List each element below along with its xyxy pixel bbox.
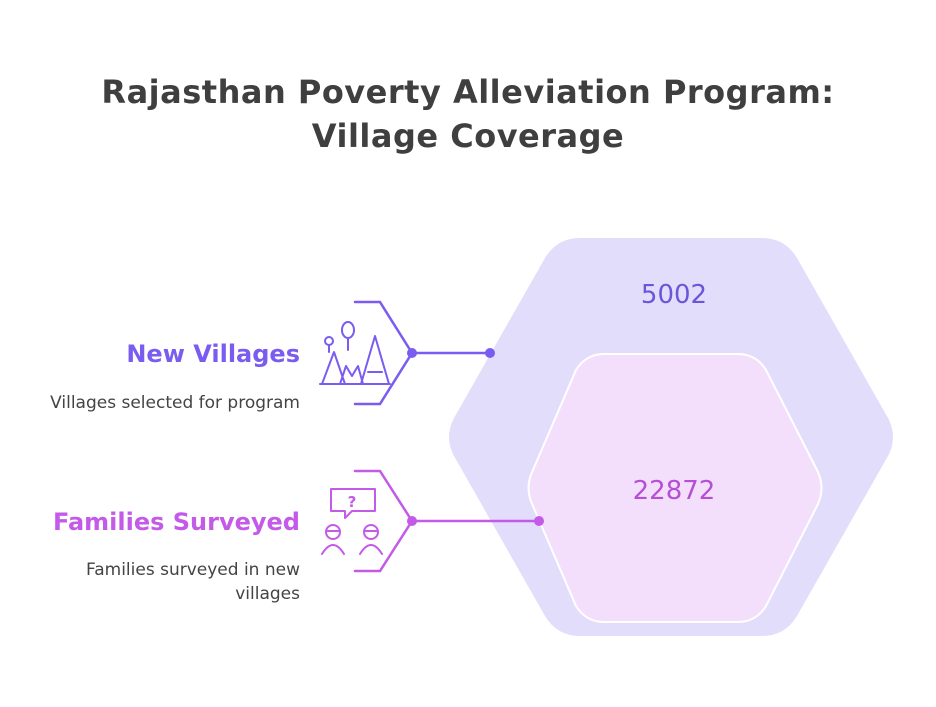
title-line-2: Village Coverage: [311, 117, 625, 155]
connector-dot-start: [407, 516, 417, 526]
value-families-surveyed: 22872: [632, 476, 716, 506]
description-families-surveyed: Families surveyed in new villages: [86, 560, 300, 604]
description-new-villages: Villages selected for program: [50, 393, 300, 413]
value-new-villages: 5002: [640, 280, 708, 310]
connector-dot-end: [485, 348, 495, 358]
title-line-1: Rajasthan Poverty Alleviation Program:: [101, 73, 835, 111]
page-title: Rajasthan Poverty Alleviation Program: V…: [0, 70, 936, 158]
inner-hexagon: [527, 353, 823, 623]
connector-dot-start: [407, 348, 417, 358]
connector-new-villages: [353, 300, 492, 406]
village-icon: [319, 321, 391, 385]
family-question-icon: ?: [321, 488, 383, 555]
svg-text:?: ?: [348, 493, 357, 511]
label-new-villages: New Villages: [126, 340, 300, 368]
connector-dot-end: [534, 516, 544, 526]
label-families-surveyed: Families Surveyed: [52, 508, 300, 536]
